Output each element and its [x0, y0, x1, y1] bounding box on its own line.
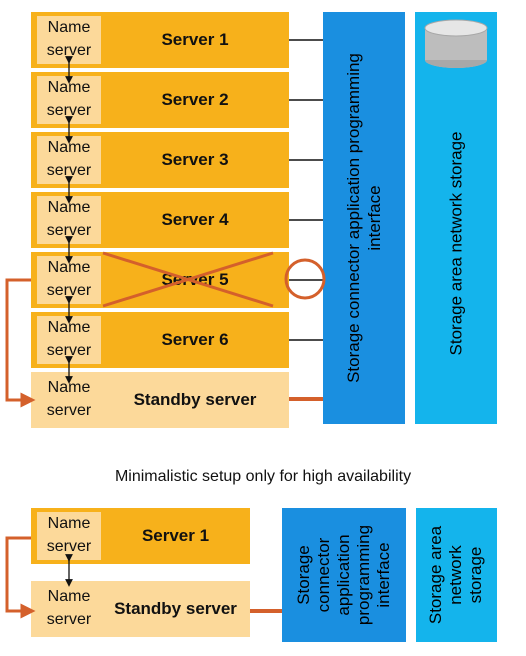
name-server-label: server	[46, 611, 92, 628]
name-server-box: Name server	[37, 76, 101, 124]
name-server-box: Name server	[37, 376, 101, 424]
bottom-server-row-1: Name server Server 1	[31, 508, 250, 564]
name-server-label: server	[46, 342, 92, 359]
server-label: Server 3	[161, 150, 229, 169]
server-row-6: Name server Server 6	[31, 312, 289, 368]
name-server-label: server	[46, 222, 92, 239]
server-label: Server 5	[161, 270, 229, 289]
server-label: Standby server	[114, 599, 237, 618]
server-connector-lines	[289, 39, 323, 341]
failure-circle-icon	[284, 258, 326, 300]
name-server-label: Name	[47, 259, 91, 276]
name-server-label: Name	[47, 19, 91, 36]
server-label: Server 6	[161, 330, 229, 349]
failure-cross-icon	[102, 251, 274, 308]
server-row-4: Name server Server 4	[31, 192, 289, 248]
name-server-box: Name server	[37, 316, 101, 364]
name-server-label: server	[46, 538, 92, 555]
name-server-box: Name server	[37, 196, 101, 244]
name-server-box: Name server	[37, 16, 101, 64]
storage-connector-api-panel: Storage connector application programmin…	[323, 12, 405, 424]
server-label: Standby server	[133, 390, 257, 409]
server-row-3: Name server Server 3	[31, 132, 289, 188]
name-server-box: Name server	[37, 512, 101, 560]
name-server-label: Name	[47, 588, 91, 605]
name-server-label: Name	[47, 139, 91, 156]
bottom-san-storage-panel: Storage area network storage	[416, 508, 497, 642]
name-server-label: Name	[47, 319, 91, 336]
name-server-label: Name	[47, 199, 91, 216]
name-server-label: server	[46, 102, 92, 119]
san-storage-panel: Storage area network storage	[415, 12, 497, 424]
server-label: Server 1	[161, 30, 229, 49]
server-row-2: Name server Server 2	[31, 72, 289, 128]
name-server-label: Name	[47, 379, 91, 396]
name-server-label: Name	[47, 515, 91, 532]
bottom-standby-server-row: Name server Standby server	[31, 581, 250, 637]
database-cylinder-icon	[424, 19, 488, 68]
standby-server-row: Name server Standby server	[31, 372, 289, 428]
name-server-box: Name server	[37, 585, 101, 633]
failover-arrow-icon	[5, 536, 36, 619]
name-server-box: Name server	[37, 136, 101, 184]
name-server-label: Name	[47, 79, 91, 96]
name-server-label: server	[46, 162, 92, 179]
name-server-label: server	[46, 42, 92, 59]
server-row-1: Name server Server 1	[31, 12, 289, 68]
failover-arrow-icon	[5, 278, 36, 408]
name-server-box: Name server	[37, 256, 101, 304]
bottom-storage-connector-api-panel: Storage connector application programmin…	[282, 508, 406, 642]
server-label: Server 4	[161, 210, 229, 229]
name-server-label: server	[46, 282, 92, 299]
diagram-caption: Minimalistic setup only for high availab…	[114, 468, 412, 485]
server-label: Server 2	[161, 90, 229, 109]
server-label: Server 1	[141, 526, 210, 545]
name-server-label: server	[46, 402, 92, 419]
